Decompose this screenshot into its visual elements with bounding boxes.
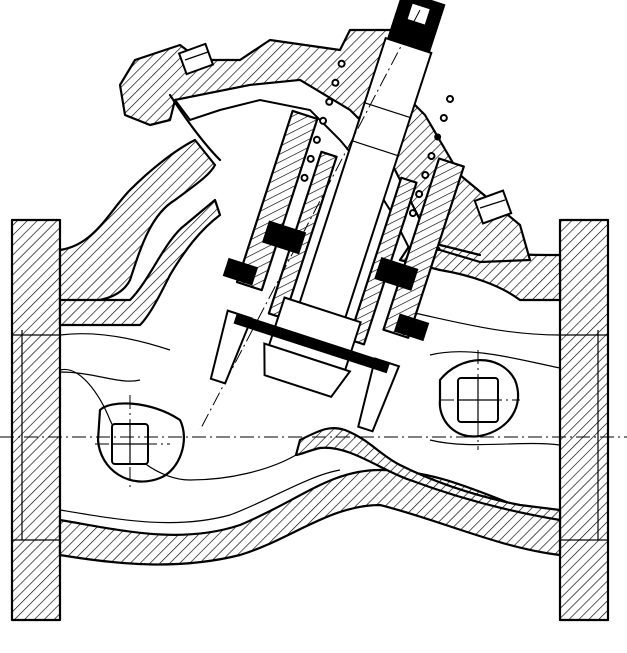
- piston-ring-left: [222, 257, 259, 286]
- disc-holder: [263, 342, 352, 398]
- left-passage-wave: [59, 371, 141, 382]
- guide-finger-right: [357, 357, 401, 433]
- stem-centerline: [199, 9, 421, 431]
- left-boss: [96, 402, 185, 483]
- spring-right: [408, 94, 455, 218]
- seal-left: [261, 220, 307, 255]
- left-flange: [10, 218, 62, 622]
- body-bottom-wall: [58, 468, 562, 566]
- stem-assembly: [209, 0, 465, 433]
- spring-housing-left: [235, 109, 319, 292]
- right-boss: [438, 359, 520, 438]
- stem-top-slot: [405, 1, 433, 28]
- right-passage-curve: [429, 351, 561, 369]
- stem-step-1: [364, 102, 411, 119]
- lower-passage-floor: [59, 469, 341, 524]
- bonnet-bolt-right: [473, 189, 513, 225]
- stem-step-2: [352, 140, 399, 157]
- right-passage-top: [399, 309, 561, 336]
- body-left-shell: [58, 198, 222, 327]
- left-passage-top: [59, 333, 171, 351]
- seal-right: [374, 256, 419, 291]
- piston-ring-right: [393, 313, 430, 342]
- spring-housing-right: [382, 157, 465, 339]
- right-flange: [558, 218, 610, 622]
- valve-body: [10, 138, 610, 622]
- right-passage-bottom: [429, 439, 561, 446]
- bonnet-bolt-left: [177, 42, 215, 76]
- seat-disc: [233, 313, 391, 374]
- body-upper-left-wall: [58, 138, 217, 303]
- spring-left: [300, 59, 346, 182]
- seat-partition: [294, 426, 562, 522]
- lower-left-passage: [59, 368, 297, 481]
